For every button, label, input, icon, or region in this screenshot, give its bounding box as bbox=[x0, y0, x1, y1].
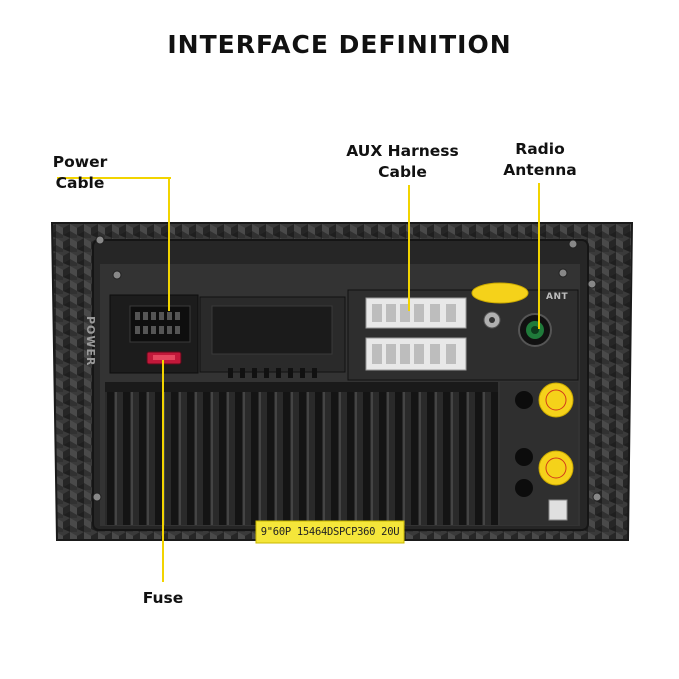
label-radio-antenna: Radio Antenna bbox=[490, 139, 590, 181]
heatsink bbox=[105, 382, 498, 525]
leader-power-v bbox=[168, 177, 170, 311]
label-radio-line2: Antenna bbox=[503, 161, 577, 179]
serial-sticker bbox=[255, 520, 405, 544]
certificate-sticker bbox=[538, 382, 574, 418]
label-aux-line2: Cable bbox=[378, 163, 427, 181]
ant-port-text: ANT bbox=[546, 292, 569, 302]
label-fuse: Fuse bbox=[142, 589, 184, 607]
power-connector bbox=[129, 305, 191, 343]
certificate-sticker bbox=[538, 450, 574, 486]
leader-power-h bbox=[57, 177, 171, 179]
label-power-cable: Power Cable bbox=[40, 152, 120, 194]
label-aux-harness-cable: AUX Harness Cable bbox=[335, 141, 470, 183]
leader-antenna bbox=[538, 183, 540, 329]
serial-sticker-text: 9"60P 15464DSPCP360 20U bbox=[260, 526, 400, 538]
page-title: INTERFACE DEFINITION bbox=[167, 30, 512, 59]
label-aux-line1: AUX Harness bbox=[346, 142, 459, 160]
leader-fuse bbox=[162, 360, 164, 582]
leader-aux bbox=[408, 185, 410, 311]
power-port-text: POWER bbox=[84, 316, 97, 367]
label-radio-line1: Radio bbox=[515, 140, 565, 158]
label-power-cable-line2: Cable bbox=[55, 174, 105, 192]
label-power-cable-line1: Power bbox=[52, 153, 108, 171]
